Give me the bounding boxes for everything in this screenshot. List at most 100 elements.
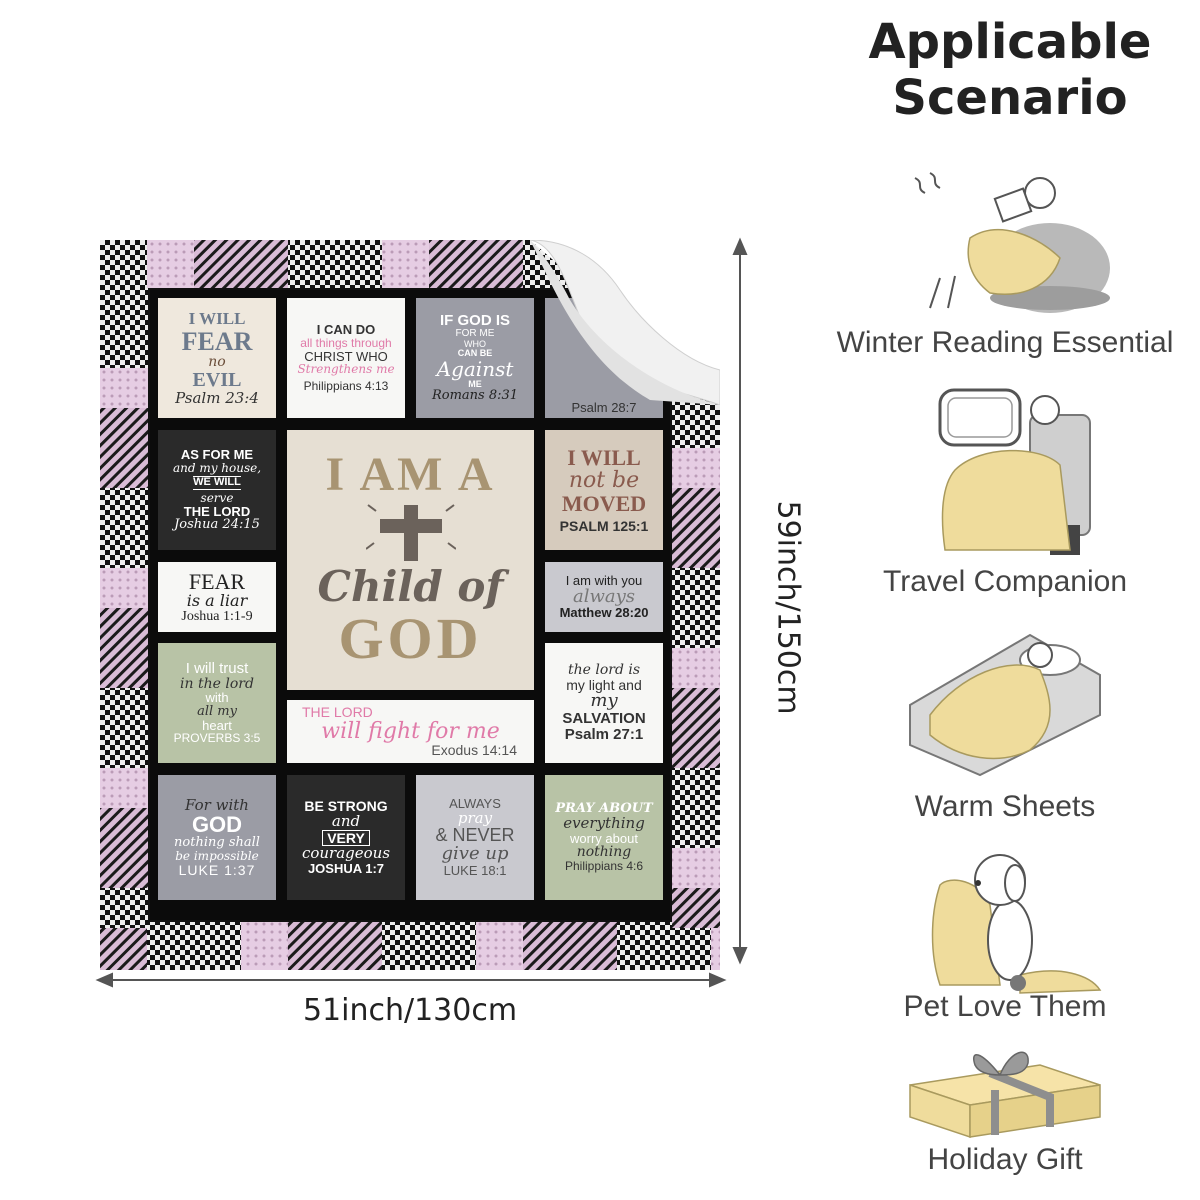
border-block	[672, 568, 720, 608]
border-block	[100, 648, 148, 688]
tile-text: Exodus 14:14	[431, 742, 517, 759]
border-block	[194, 922, 241, 970]
border-block	[672, 768, 720, 808]
border-block	[672, 408, 720, 448]
tile-text: Psalm 23:4	[175, 388, 259, 407]
border-block	[147, 922, 194, 970]
tile-text: VERY	[322, 829, 370, 847]
border-block	[672, 648, 720, 688]
tile-as-for-me: AS FOR ME and my house, WE WILL serve TH…	[158, 430, 276, 550]
border-block	[100, 488, 148, 528]
tile-text: CHRIST WHO	[304, 348, 388, 364]
center-title-line3: GOD	[338, 605, 483, 671]
border-block	[288, 922, 335, 970]
border-block	[382, 240, 429, 288]
tile-text: will fight for me	[321, 718, 500, 744]
tile-text: all my	[197, 704, 237, 720]
quilt-panel: I WILL FEAR no EVIL Psalm 23:4 I CAN DO …	[150, 290, 670, 920]
border-block	[288, 240, 335, 288]
blanket-border-pattern	[100, 240, 720, 970]
scenario-title-line2: Scenario	[892, 70, 1128, 126]
tile-text: JOSHUA 1:7	[307, 861, 385, 877]
tile-fear-no-evil: I WILL FEAR no EVIL Psalm 23:4	[158, 298, 276, 418]
border-block	[672, 688, 720, 728]
border-block	[570, 922, 617, 970]
dog-icon	[931, 854, 1102, 994]
tile-text: and	[331, 811, 361, 830]
tile-with-god: For with GOD nothing shall be impossible…	[158, 775, 276, 900]
tile-fear-is-a-liar: FEAR is a liar Joshua 1:1-9	[158, 562, 276, 632]
tile-text: nothing shall	[174, 835, 260, 851]
tile-text: no	[208, 353, 226, 370]
tile-text: nothing	[576, 844, 632, 861]
border-block	[241, 240, 288, 288]
tile-text: I WILL	[567, 445, 641, 471]
center-title-line1: I AM A	[325, 448, 496, 502]
tile-text: I am with you	[565, 572, 643, 588]
border-block	[100, 728, 148, 768]
tile-text: FEAR	[181, 326, 253, 356]
scenario-label-sheets: Warm Sheets	[914, 790, 1096, 823]
scenario-title: Applicable Scenario	[840, 14, 1180, 126]
tile-text: THE LORD	[302, 704, 373, 721]
border-block	[672, 888, 720, 928]
border-block	[100, 408, 148, 448]
border-block	[241, 922, 288, 970]
border-block	[335, 240, 382, 288]
scenario-label-reading: Winter Reading Essential	[836, 326, 1174, 359]
tile-text: be impossible	[175, 849, 259, 864]
tile-text: & NEVER	[435, 825, 515, 846]
tile-text: serve	[200, 490, 234, 505]
tile-text: LUKE 1:37	[178, 861, 256, 878]
center-title-line2: Child of	[317, 561, 504, 611]
tile-text: Against	[436, 356, 514, 381]
border-block	[194, 240, 241, 288]
border-block	[617, 922, 664, 970]
tile-pray-about: PRAY ABOUT everything worry about nothin…	[545, 775, 663, 900]
tile-i-am-with-you: I am with you always Matthew 28:20	[545, 562, 663, 632]
tile-text: THE LORD	[183, 503, 251, 519]
height-label: 59inch/150cm	[770, 500, 806, 715]
tile-text: pray	[457, 808, 493, 827]
border-block	[100, 888, 148, 928]
border-block	[672, 808, 720, 848]
border-block	[672, 608, 720, 648]
border-block	[100, 848, 148, 888]
tile-text: in the lord	[180, 675, 254, 692]
tile-if-god-is-for-me: IF GOD IS FOR ME WHO CAN BE Against ME R…	[416, 298, 534, 418]
tile-text: BE STRONG	[304, 798, 388, 815]
dimension-arrows	[95, 237, 748, 988]
tile-text: Philippians 4:13	[303, 378, 389, 393]
cross-icon	[365, 503, 456, 561]
border-block	[100, 240, 147, 288]
border-block	[100, 368, 148, 408]
tile-be-strong: BE STRONG and VERY courageous JOSHUA 1:7	[287, 775, 405, 900]
border-block	[672, 528, 720, 568]
scenario-title-line1: Applicable	[868, 14, 1152, 70]
tile-text: MOVED	[561, 491, 647, 517]
border-block	[100, 768, 148, 808]
border-block	[672, 488, 720, 528]
tile-text: PRAY ABOUT	[555, 801, 653, 817]
tile-text: Psalm 28:7	[571, 400, 637, 416]
tile-text: ALWAYS	[449, 796, 501, 812]
tile-text: For with	[185, 795, 249, 814]
gift-box-icon	[909, 1051, 1101, 1139]
width-label: 51inch/130cm	[302, 993, 518, 1028]
tile-not-be-moved: I WILL not be MOVED PSALM 125:1	[545, 430, 663, 550]
border-block	[100, 448, 148, 488]
folded-corner	[530, 240, 720, 405]
tile-text: not be	[568, 468, 640, 494]
airplane-seat-icon	[938, 388, 1091, 555]
tile-text: EVIL	[192, 368, 242, 391]
border-block	[672, 448, 720, 488]
border-block	[664, 922, 711, 970]
reading-person-icon	[914, 172, 1110, 313]
border-block	[100, 688, 148, 728]
tile-text: all things through	[300, 336, 392, 351]
tile-text: Strengthens me	[297, 362, 395, 377]
tile-text: FEAR	[188, 568, 246, 594]
tile-text: always	[572, 585, 636, 607]
tile-text: AS FOR ME	[180, 447, 254, 463]
tile-text: I WILL	[188, 308, 246, 328]
